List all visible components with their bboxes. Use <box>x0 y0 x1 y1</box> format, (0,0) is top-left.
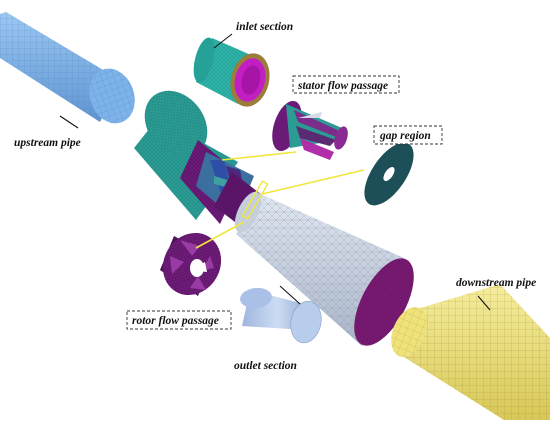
label-stator-flow-passage: stator flow passage <box>292 75 400 94</box>
upstream-pipe-mesh <box>0 12 135 124</box>
main-turbine-assembly <box>134 90 414 346</box>
downstream-pipe-mesh <box>391 284 550 420</box>
interior-leader-lines <box>195 151 365 249</box>
label-downstream-pipe-text: downstream pipe <box>456 277 536 289</box>
label-upstream-pipe: upstream pipe <box>14 137 81 149</box>
label-rotor-flow-passage: rotor flow passage <box>126 310 232 330</box>
stator-leader <box>221 151 297 161</box>
label-downstream-pipe: downstream pipe <box>456 277 536 289</box>
stator-flow-passage-mesh <box>272 100 348 160</box>
label-outlet-section-text: outlet section <box>234 360 297 372</box>
label-gap-region: gap region <box>373 125 443 145</box>
inlet-section-mesh <box>193 37 270 107</box>
label-outlet-section: outlet section <box>234 360 297 372</box>
rotor-leader <box>195 221 245 249</box>
gap-region-disk <box>364 142 414 206</box>
outlet-section-mesh <box>240 287 322 344</box>
label-rotor-flow-passage-text: rotor flow passage <box>132 315 219 327</box>
label-leader-lines <box>59 33 491 311</box>
inlet-leader <box>213 33 233 49</box>
upstream-leader <box>59 115 79 129</box>
label-upstream-pipe-text: upstream pipe <box>14 137 81 149</box>
gap-leader <box>261 169 365 195</box>
gap-marker <box>241 180 269 220</box>
downstream-leader <box>477 295 491 311</box>
outlet-leader <box>279 285 301 305</box>
label-inlet-section: inlet section <box>236 21 293 33</box>
label-stator-flow-passage-text: stator flow passage <box>297 80 388 92</box>
rotor-flow-passage-mesh <box>160 232 222 296</box>
label-inlet-section-text: inlet section <box>236 21 293 33</box>
label-gap-region-text: gap region <box>379 130 431 142</box>
